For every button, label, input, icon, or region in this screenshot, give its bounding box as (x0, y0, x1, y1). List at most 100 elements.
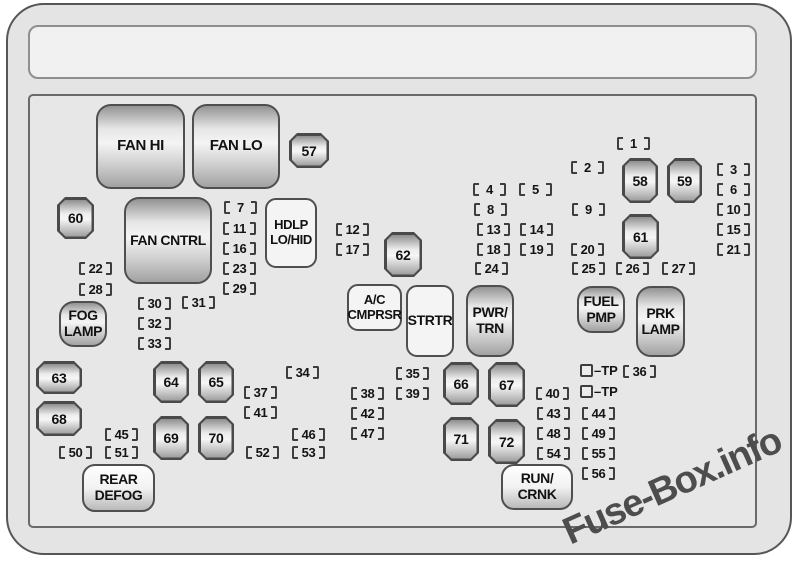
bracket-right-icon (599, 203, 605, 216)
fuse-64: 64 (153, 361, 189, 403)
fuse-slot-11: 11 (223, 221, 256, 236)
fuse-slot-51: 51 (105, 445, 138, 460)
fuse-slot-48: 48 (537, 426, 570, 441)
bracket-right-icon (564, 447, 570, 460)
fuse-slot-36: 36 (623, 364, 656, 379)
fuse-number: 28 (88, 282, 103, 297)
bracket-right-icon (313, 366, 319, 379)
bracket-left-icon (623, 365, 629, 378)
bracket-right-icon (209, 296, 215, 309)
relay-label: LAMP (63, 323, 103, 339)
bracket-right-icon (378, 427, 384, 440)
fuse-number: 50 (68, 445, 83, 460)
fuse-number: 31 (191, 295, 206, 310)
tp-square-icon (580, 364, 593, 377)
fuse-number: 7 (237, 200, 244, 215)
bracket-left-icon (79, 262, 85, 275)
relay-strtr: STRTR (406, 285, 454, 357)
fuse-number: 66 (453, 375, 469, 392)
fuse-slot-29: 29 (223, 281, 256, 296)
fuse-number: 43 (546, 406, 561, 421)
bracket-right-icon (363, 223, 369, 236)
fuse-slot-9: 9 (572, 202, 605, 217)
fuse-slot-21: 21 (717, 242, 750, 257)
fuse-number: 65 (208, 374, 224, 390)
bracket-right-icon (689, 262, 695, 275)
fuse-body: 68 (39, 404, 80, 434)
bracket-left-icon (617, 137, 623, 150)
bracket-right-icon (744, 203, 750, 216)
fuse-slot-8: 8 (474, 202, 507, 217)
bracket-right-icon (609, 447, 615, 460)
fuse-69: 69 (153, 416, 189, 460)
tp-marker-1: –TP (580, 363, 618, 378)
bracket-right-icon (744, 183, 750, 196)
bracket-left-icon (582, 407, 588, 420)
bracket-left-icon (105, 428, 111, 441)
bracket-left-icon (292, 428, 298, 441)
bracket-left-icon (571, 243, 577, 256)
fuse-number: 72 (499, 433, 514, 450)
fuse-number: 35 (405, 366, 420, 381)
fuse-number: 44 (591, 406, 606, 421)
fuse-number: 10 (726, 202, 741, 217)
bracket-right-icon (423, 367, 429, 380)
fuse-box-top-compartment (28, 25, 757, 79)
fuse-slot-39: 39 (396, 386, 429, 401)
fuse-slot-14: 14 (520, 222, 553, 237)
fuse-number: 54 (546, 446, 561, 461)
bracket-left-icon (717, 243, 723, 256)
relay-label: FUEL (583, 292, 619, 309)
bracket-left-icon (519, 183, 525, 196)
relay-run-crnk: RUN/CRNK (501, 464, 573, 510)
fuse-body: 66 (446, 365, 477, 403)
bracket-left-icon (246, 446, 252, 459)
fuse-slot-54: 54 (537, 446, 570, 461)
bracket-left-icon (582, 447, 588, 460)
fuse-number: 25 (581, 261, 596, 276)
bracket-right-icon (546, 183, 552, 196)
relay-label: LO/HID (270, 232, 312, 247)
fuse-number: 6 (730, 182, 737, 197)
bracket-left-icon (571, 161, 577, 174)
fuse-slot-28: 28 (79, 282, 112, 297)
fuse-slot-40: 40 (536, 386, 569, 401)
fuse-number: 69 (163, 430, 179, 446)
fuse-body: 58 (625, 161, 656, 201)
bracket-right-icon (250, 222, 256, 235)
fuse-67: 67 (488, 362, 525, 407)
fuse-slot-7: 7 (224, 200, 257, 215)
bracket-left-icon (475, 262, 481, 275)
fuse-slot-25: 25 (572, 261, 605, 276)
fuse-number: 19 (529, 242, 544, 257)
bracket-left-icon (572, 203, 578, 216)
relay-label: REAR (99, 471, 138, 488)
relay-fan-hi: FAN HI (96, 104, 185, 189)
bracket-right-icon (319, 428, 325, 441)
fuse-slot-35: 35 (396, 366, 429, 381)
fuse-number: 1 (630, 136, 637, 151)
bracket-left-icon (59, 446, 65, 459)
relay-label: PWR/ (472, 304, 508, 321)
bracket-right-icon (609, 427, 615, 440)
bracket-right-icon (106, 283, 112, 296)
fuse-slot-5: 5 (519, 182, 552, 197)
fuse-slot-50: 50 (59, 445, 92, 460)
fuse-slot-27: 27 (662, 261, 695, 276)
bracket-right-icon (250, 242, 256, 255)
bracket-right-icon (378, 387, 384, 400)
relay-pwr-trn: PWR/TRN (466, 285, 514, 357)
bracket-left-icon (223, 242, 229, 255)
bracket-left-icon (477, 243, 483, 256)
fuse-body: 71 (446, 420, 477, 459)
fuse-slot-18: 18 (477, 242, 510, 257)
fuse-number: 56 (591, 466, 606, 481)
fuse-number: 68 (51, 410, 67, 427)
fuse-number: 61 (633, 228, 648, 245)
bracket-left-icon (473, 183, 479, 196)
fuse-number: 20 (580, 242, 595, 257)
bracket-left-icon (351, 407, 357, 420)
